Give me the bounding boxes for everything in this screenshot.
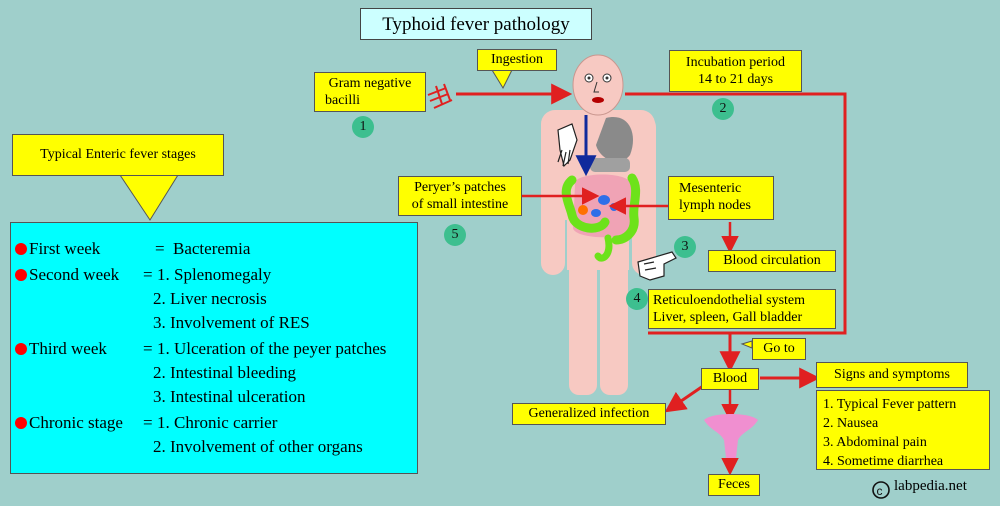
gram-negative-line2: bacilli: [325, 93, 360, 108]
pointing-hand-icon-2: [637, 251, 677, 281]
sign-item: 2. Nausea: [823, 416, 879, 431]
peyers-patches-label: Peryer’s patches of small intestine: [398, 176, 522, 216]
stage-equals: =: [143, 339, 153, 358]
stage-row-third-week: Third week = 1. Ulceration of the peyer …: [15, 337, 386, 361]
blood-circulation-label: Blood circulation: [708, 250, 836, 272]
mesenteric-line2: lymph nodes: [679, 198, 751, 213]
stages-callout: Typical Enteric fever stages: [12, 134, 224, 176]
feces-label: Feces: [708, 474, 760, 496]
gram-negative-label: Gram negative bacilli: [314, 72, 426, 112]
sign-item: 4. Sometime diarrhea: [823, 454, 944, 469]
page-title: Typhoid fever pathology: [360, 8, 592, 40]
bullet-dot: [15, 269, 27, 282]
reticulo-line2: Liver, spleen, Gall bladder: [653, 310, 803, 325]
bacteria-icon: [427, 83, 453, 109]
stage-item: 2. Involvement of other organs: [153, 437, 363, 456]
goto-label: Go to: [752, 338, 806, 360]
stage-item: 1. Splenomegaly: [157, 265, 272, 284]
incubation-line1: Incubation period: [685, 55, 786, 70]
copyright-site: labpedia.net: [894, 478, 967, 494]
incubation-label: Incubation period 14 to 21 days: [669, 50, 802, 92]
sign-item: 3. Abdominal pain: [823, 435, 927, 450]
bullet-dot: [15, 343, 27, 356]
goto-callout-pointer: [740, 340, 753, 349]
stage-item: 2. Liver necrosis: [153, 289, 267, 308]
svg-text:c: c: [877, 484, 883, 498]
step-number-4: 4: [626, 288, 648, 310]
stage-row-first-week: First week = Bacteremia: [15, 237, 250, 261]
stage-equals: =: [155, 239, 165, 258]
copyright-icon: [872, 481, 890, 499]
stage-name: First week: [29, 239, 101, 258]
signs-list: 1. Typical Fever pattern 2. Nausea 3. Ab…: [816, 390, 990, 470]
sign-item: 1. Typical Fever pattern: [823, 397, 957, 412]
mesenteric-line1: Mesenteric: [679, 181, 742, 196]
incubation-line2: 14 to 21 days: [697, 72, 774, 87]
organs-icon: [561, 117, 641, 262]
face-icon: [572, 54, 624, 116]
stage-name: Chronic stage: [29, 413, 123, 432]
stage-item: 1. Chronic carrier: [157, 413, 278, 432]
mesenteric-label: Mesenteric lymph nodes: [668, 176, 774, 220]
pointing-hand-icon: [557, 123, 578, 168]
incubation-path: [625, 92, 847, 335]
peyers-line2: of small intestine: [411, 197, 509, 212]
signs-symptoms-box: Signs and symptoms: [816, 362, 968, 388]
stage-item: Bacteremia: [173, 239, 251, 258]
ingestion-callout-pointer: [491, 69, 513, 90]
stage-item: 2. Intestinal bleeding: [153, 363, 297, 382]
copyright-text: labpedia.net: [894, 478, 967, 495]
gram-negative-line1: Gram negative: [328, 76, 412, 91]
step-number-3: 3: [674, 236, 696, 258]
generalized-infection-label: Generalized infection: [512, 403, 666, 425]
stage-name: Second week: [29, 265, 120, 284]
reticuloendothelial-label: Reticuloendothelial system Liver, spleen…: [648, 289, 836, 329]
stage-item: 3. Intestinal ulceration: [153, 387, 306, 406]
peyers-line1: Peryer’s patches: [414, 180, 506, 195]
stage-equals: =: [143, 265, 153, 284]
step-number-2: 2: [712, 98, 734, 120]
colon-icon: [704, 414, 758, 458]
step-number-1: 1: [352, 116, 374, 138]
reticulo-line1: Reticuloendothelial system: [653, 293, 806, 308]
arrow-to-generalized: [664, 382, 707, 413]
stage-item: 1. Ulceration of the peyer patches: [157, 339, 387, 358]
stage-equals: =: [143, 413, 153, 432]
bullet-dot: [15, 243, 27, 256]
signs-title: Signs and symptoms: [834, 367, 950, 382]
blood-label: Blood: [701, 368, 759, 390]
stage-row-chronic: Chronic stage = 1. Chronic carrier: [15, 411, 277, 435]
bullet-dot: [15, 417, 27, 430]
stages-callout-pointer: [119, 174, 179, 221]
stage-row-second-week: Second week = 1. Splenomegaly: [15, 263, 271, 287]
stage-item: 3. Involvement of RES: [153, 313, 310, 332]
ingestion-label: Ingestion: [477, 49, 557, 71]
stage-name: Third week: [29, 339, 107, 358]
enteric-fever-stages-panel: First week = Bacteremia Second week = 1.…: [10, 222, 418, 474]
step-number-5: 5: [444, 224, 466, 246]
